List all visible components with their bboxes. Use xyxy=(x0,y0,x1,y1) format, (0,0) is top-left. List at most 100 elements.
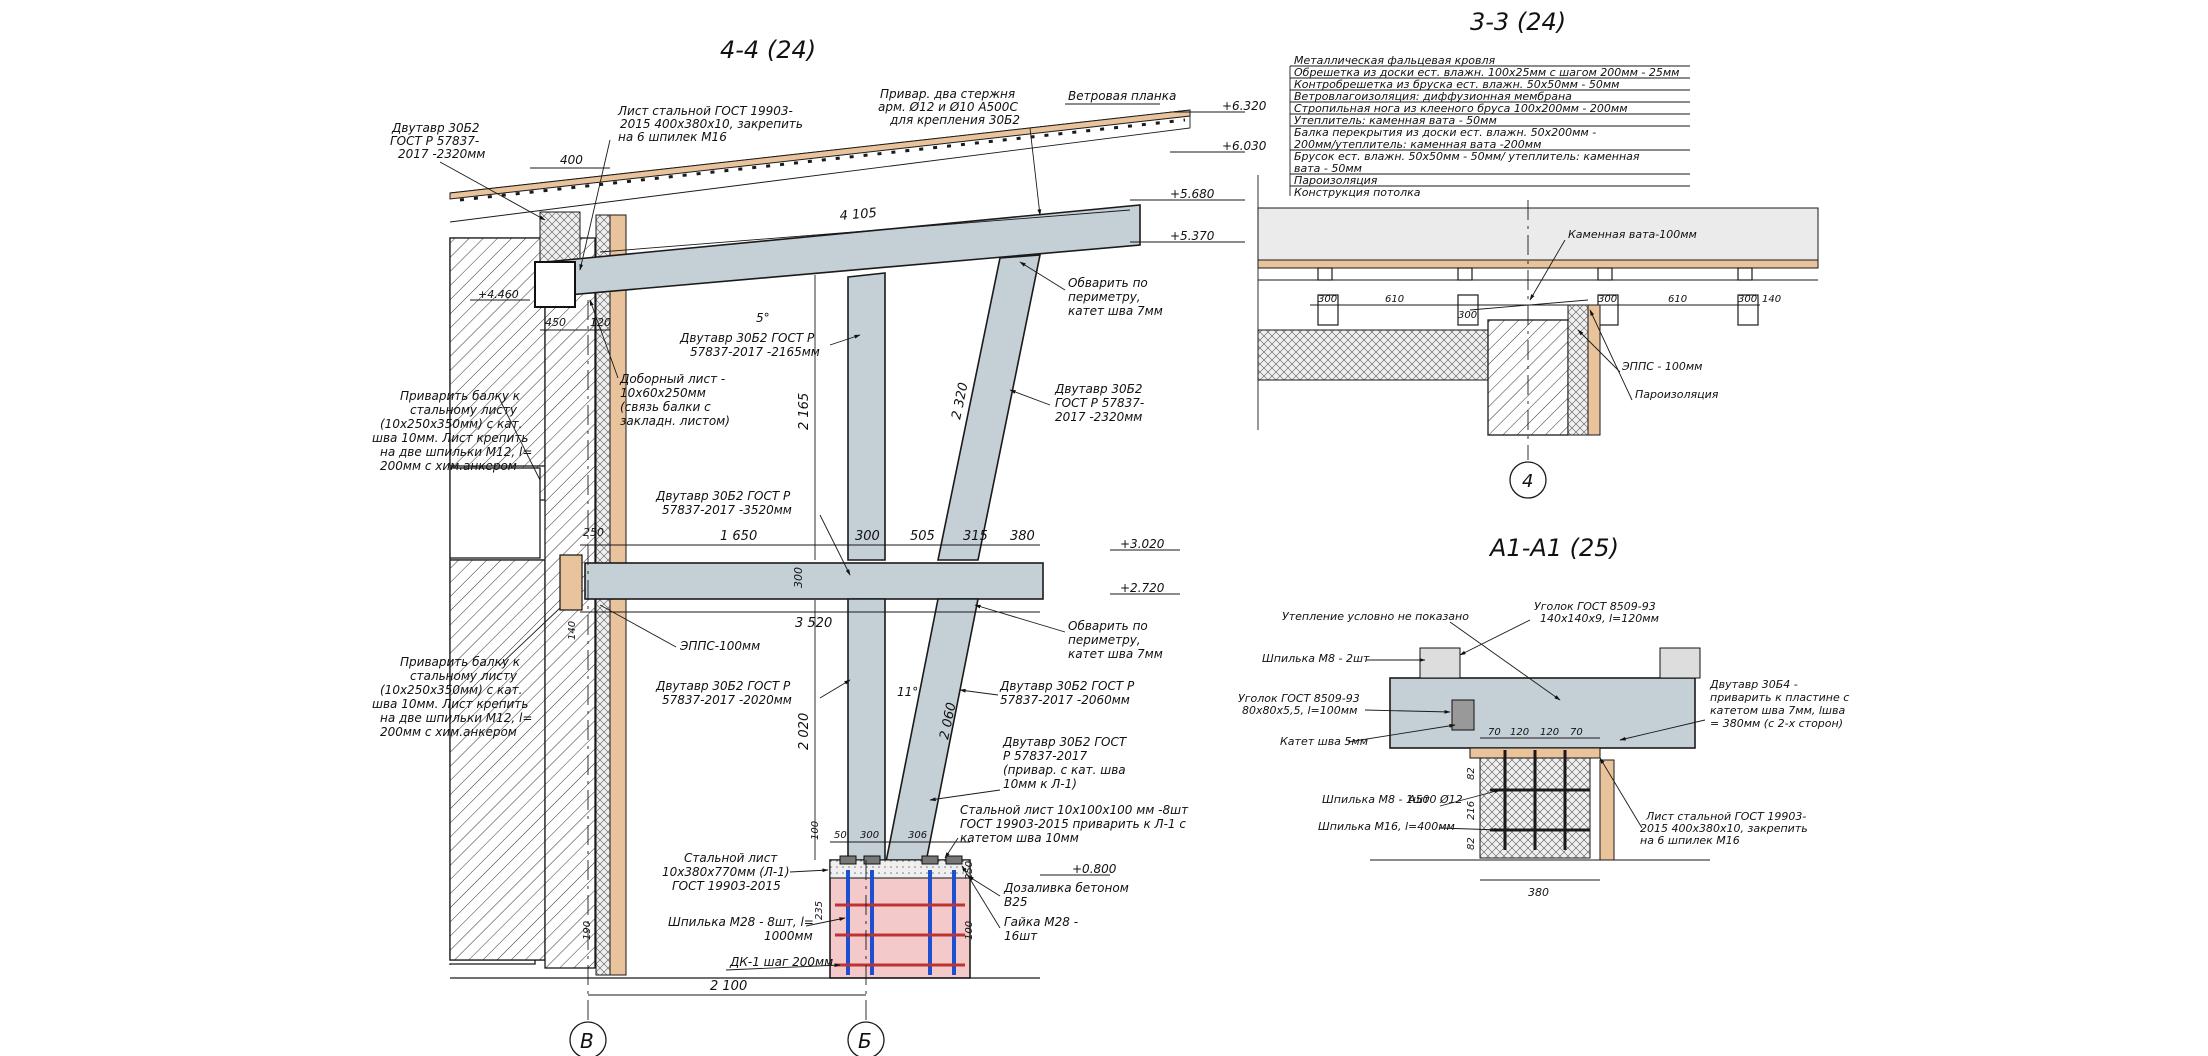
wall-opening xyxy=(449,467,541,559)
steel-plate-mid xyxy=(559,554,583,611)
ceiling-board xyxy=(1257,259,1819,269)
svg-text:216: 216 xyxy=(1466,801,1477,820)
svg-text:Брусок ест. влажн. 50х50мм - 5: Брусок ест. влажн. 50х50мм - 50мм/ утепл… xyxy=(1294,150,1640,163)
post-left-upper xyxy=(847,272,886,561)
svg-text:Каменная вата-100мм: Каменная вата-100мм xyxy=(1568,228,1697,241)
svg-text:Металлическая фальцевая кровля: Металлическая фальцевая кровля xyxy=(1294,54,1496,67)
angle-140 xyxy=(1419,647,1461,679)
dimensions-3-3: 300 610 300 300 610 300 140 xyxy=(1310,294,1781,321)
svg-text:100: 100 xyxy=(810,821,821,840)
svg-text:610: 610 xyxy=(1668,294,1687,305)
svg-text:120: 120 xyxy=(1510,727,1529,738)
epps-3-3 xyxy=(1567,304,1589,436)
angle-140-right xyxy=(1659,647,1701,679)
svg-text:140: 140 xyxy=(1762,294,1781,305)
svg-text:300: 300 xyxy=(1318,294,1337,305)
svg-text:ЭППС - 100мм: ЭППС - 100мм xyxy=(1621,360,1702,373)
level-marks: +6.320 +6.030 +5.680 +5.370 +4.460 +3.02… xyxy=(470,99,1267,876)
svg-text:А500 Ø12: А500 Ø12 xyxy=(1407,793,1463,806)
svg-text:Катет шва 5мм: Катет шва 5мм xyxy=(1280,735,1368,748)
section-title-3-3: 3-3 (24) xyxy=(1470,8,1566,36)
svg-text:300: 300 xyxy=(855,529,880,544)
svg-text:3 520: 3 520 xyxy=(795,616,832,631)
svg-text:100: 100 xyxy=(964,921,975,940)
svg-text:1 650: 1 650 xyxy=(720,529,757,544)
svg-text:Балка перекрытия из доски ест.: Балка перекрытия из доски ест. влажн. 50… xyxy=(1294,126,1596,139)
svg-text:82: 82 xyxy=(1466,767,1477,780)
section-a1-a1: А1-А1 (25) 70 120 120 70 82 216 82 380 xyxy=(1238,534,1849,899)
svg-text:300: 300 xyxy=(792,567,805,588)
facing-3-3 xyxy=(1587,304,1601,436)
svg-text:315: 315 xyxy=(963,529,988,544)
svg-text:5°: 5° xyxy=(756,311,770,325)
section-3-3: 3-3 (24) Металлическая фальцевая кровля … xyxy=(1257,8,1819,499)
svg-text:Стропильная нога из клееного б: Стропильная нога из клееного бруса 100х2… xyxy=(1294,102,1628,115)
svg-text:200мм/утеплитель: каменная ват: 200мм/утеплитель: каменная вата -200мм xyxy=(1294,138,1541,151)
svg-text:82: 82 xyxy=(1466,837,1477,850)
svg-text:Лист стальной ГОСТ 19903-2015: Лист стальной ГОСТ 19903-2015 400х380х10… xyxy=(617,104,803,144)
svg-text:Шпилька М28 - 8шт, l=1000мм: Шпилька М28 - 8шт, l=1000мм xyxy=(668,915,814,943)
svg-text:250: 250 xyxy=(964,861,975,880)
svg-text:+4.460: +4.460 xyxy=(478,288,519,301)
svg-text:Пароизоляция: Пароизоляция xyxy=(1635,388,1719,401)
svg-text:Шпилька М8 - 1шт: Шпилька М8 - 1шт xyxy=(1322,793,1430,806)
svg-text:300: 300 xyxy=(1598,294,1617,305)
svg-text:2 165: 2 165 xyxy=(797,393,812,430)
svg-text:120: 120 xyxy=(590,316,611,329)
layer-list: Металлическая фальцевая кровля Обрешетка… xyxy=(1289,54,1690,199)
svg-text:300: 300 xyxy=(1458,310,1477,321)
joists xyxy=(1317,267,1759,326)
rebar-cage xyxy=(835,903,965,967)
axis-bubble-v xyxy=(569,1021,607,1056)
roof-battens xyxy=(459,118,1186,202)
dimensions-a1: 70 120 120 70 82 216 82 380 xyxy=(1466,727,1600,899)
svg-text:4 105: 4 105 xyxy=(839,206,877,224)
svg-text:Контробрешетка из бруска ест.: Контробрешетка из бруска ест. влажн. 50х… xyxy=(1294,78,1619,91)
svg-text:+5.680: +5.680 xyxy=(1170,187,1215,201)
svg-text:ЭППС-100мм: ЭППС-100мм xyxy=(679,639,760,653)
axis-bubble-4 xyxy=(1509,461,1547,499)
svg-text:+5.370: +5.370 xyxy=(1170,229,1215,243)
svg-text:70: 70 xyxy=(1570,727,1583,738)
dimensions-4-4: 400 4 105 5° 450 120 2 165 2 320 1 650 3… xyxy=(530,153,1131,996)
svg-text:Конструкция потолка: Конструкция потолка xyxy=(1294,186,1421,199)
svg-text:+6.030: +6.030 xyxy=(1222,139,1267,153)
facing-a1 xyxy=(1599,759,1615,861)
svg-text:300: 300 xyxy=(860,830,879,841)
svg-text:Пароизоляция: Пароизоляция xyxy=(1294,174,1378,187)
svg-text:610: 610 xyxy=(1385,294,1404,305)
svg-text:140: 140 xyxy=(567,621,578,640)
svg-text:+2.720: +2.720 xyxy=(1120,581,1165,595)
svg-text:11°: 11° xyxy=(897,685,918,699)
nuts xyxy=(839,855,963,865)
post-left-lower xyxy=(847,598,886,863)
svg-text:Двутавр 30Б4 -приварить к плас: Двутавр 30Б4 -приварить к пластине скате… xyxy=(1709,678,1849,730)
svg-text:300: 300 xyxy=(1738,294,1757,305)
svg-text:+6.320: +6.320 xyxy=(1222,99,1267,113)
axis-label-4: 4 xyxy=(1522,471,1533,492)
notes-3-3: Каменная вата-100мм ЭППС - 100мм Пароизо… xyxy=(1529,228,1719,401)
section-4-4: 4-4 (24) xyxy=(372,36,1267,1056)
brace-upper xyxy=(937,254,1041,561)
svg-text:70: 70 xyxy=(1488,727,1501,738)
svg-text:Обрешетка из доски ест. влажн.: Обрешетка из доски ест. влажн. 100х25мм … xyxy=(1294,66,1679,79)
angle-80 xyxy=(1451,699,1475,731)
roof-insulation-block xyxy=(539,211,581,263)
brick-wall-upper xyxy=(449,237,546,467)
svg-text:Шпилька М16, l=400мм: Шпилька М16, l=400мм xyxy=(1318,820,1455,833)
svg-text:вата - 50мм: вата - 50мм xyxy=(1294,162,1362,175)
